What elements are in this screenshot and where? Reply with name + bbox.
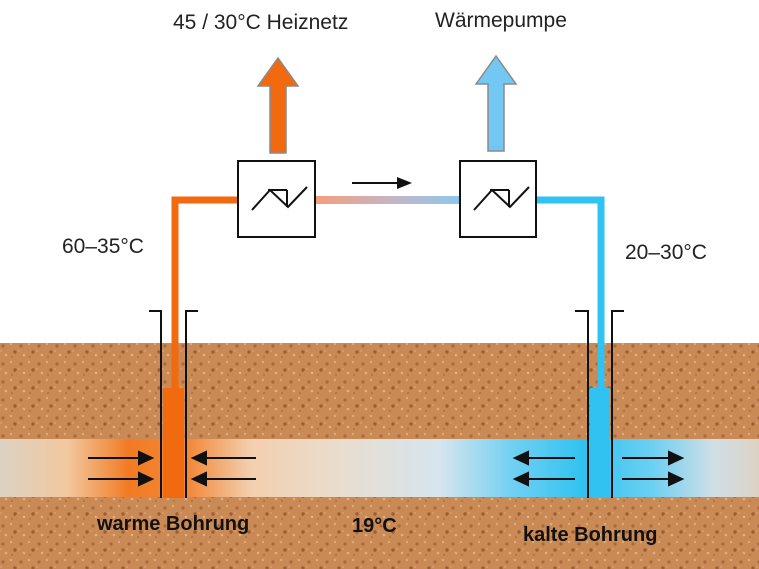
warm-temp-label: 60–35°C [62, 235, 144, 258]
warm-well-water [163, 388, 184, 498]
cold-well [575, 310, 624, 498]
heat-network-label: 45 / 30°C Heiznetz [173, 11, 349, 34]
connecting-pipe [315, 196, 460, 204]
warm-well [149, 310, 198, 498]
flow-arrow [352, 177, 412, 189]
warm-pipe [171, 196, 238, 390]
aquifer-layer [0, 439, 759, 497]
cold-well-label: kalte Bohrung [523, 524, 658, 546]
cold-outflow-arrows [512, 450, 685, 487]
heat-pump-label: Wärmepumpe [435, 9, 567, 32]
heat-pump-arrow [474, 54, 518, 152]
heat-network-arrow [256, 56, 300, 154]
heat-exchanger-symbol [251, 186, 308, 211]
heat-exchanger-warm [237, 160, 316, 238]
cold-temp-label: 20–30°C [625, 241, 707, 264]
cold-well-casing [611, 310, 624, 498]
cold-well-water [590, 388, 610, 498]
warm-inflow-arrows [88, 450, 256, 487]
cold-well-casing [575, 310, 589, 498]
warm-well-casing [149, 310, 162, 498]
cold-pipe [536, 196, 605, 390]
heat-exchanger-cold [459, 160, 537, 238]
ground-temp-label: 19°C [352, 515, 397, 537]
heat-exchanger-symbol [473, 186, 530, 211]
warm-well-casing [185, 310, 198, 498]
warm-well-label: warme Bohrung [97, 513, 250, 535]
